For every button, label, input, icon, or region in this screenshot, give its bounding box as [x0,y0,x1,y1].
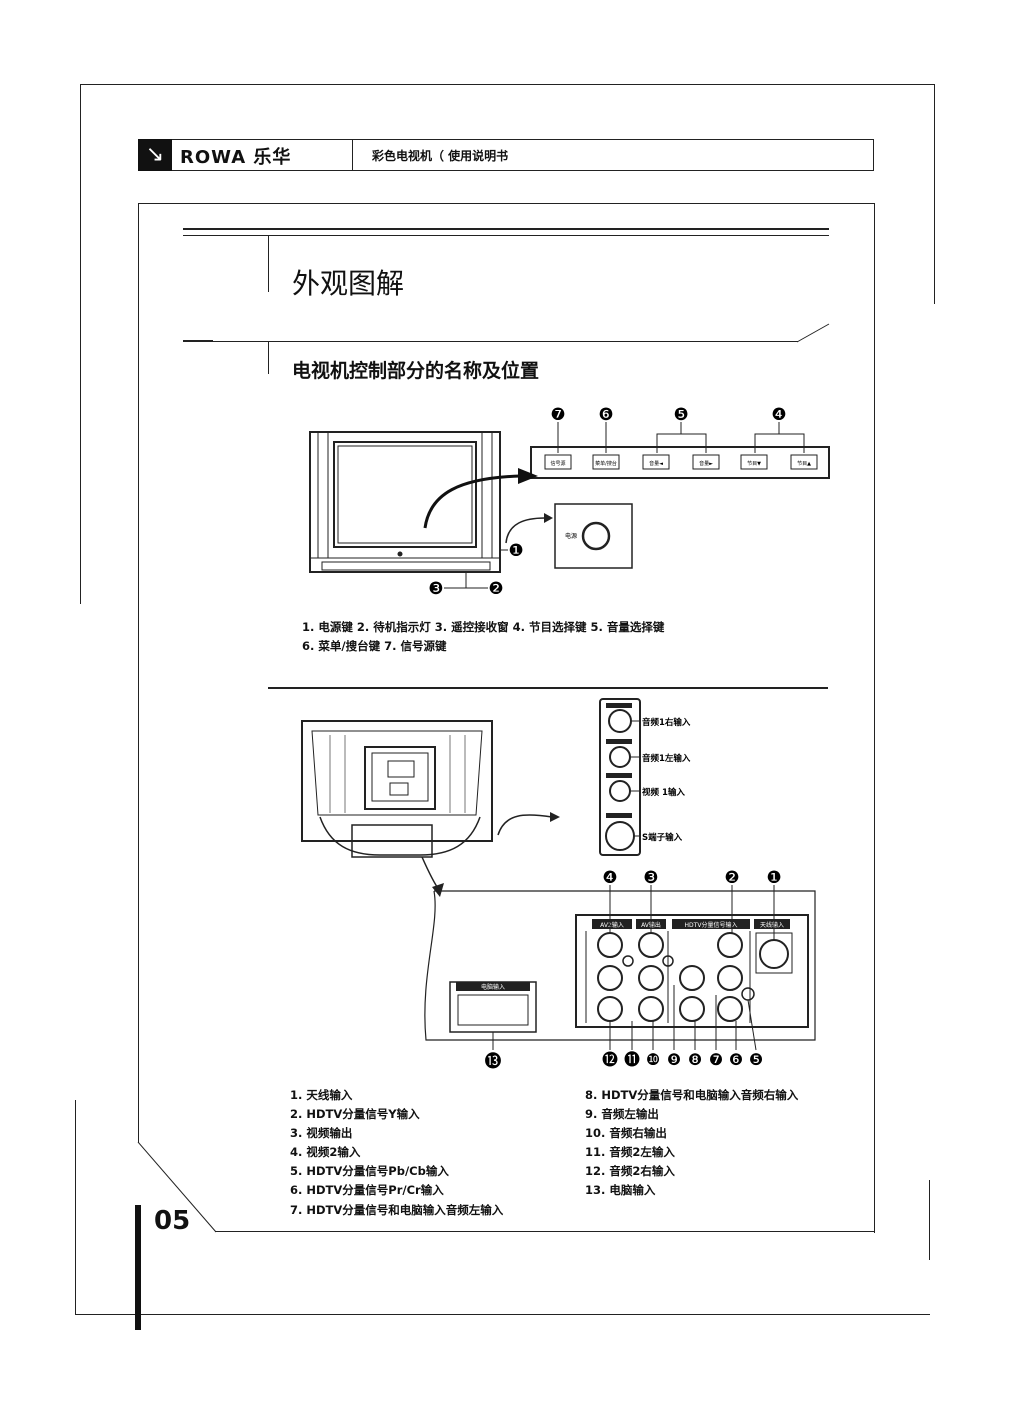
legend-right-12: 12. 音频2右输入 [585,1164,675,1178]
btn-label-ch-up: 节目▲ [797,461,811,467]
rear-callout-2: ❷ [724,868,739,888]
rear-callout-10: ❿ [646,1050,660,1069]
callout-2: ❷ [488,579,503,598]
callout-1: ❶ [508,541,523,561]
legend-left-2: 2. HDTV分量信号Y输入 [290,1107,420,1121]
rear-callout-1: ❶ [766,868,781,888]
legend-left-7: 7. HDTV分量信号和电脑输入音频左输入 [290,1203,504,1217]
legend-left-5: 5. HDTV分量信号Pb/Cb输入 [290,1164,449,1178]
power-label: 电源 [565,532,577,540]
rear-callout-4: ❹ [602,868,617,888]
front-caption-line2: 6. 菜单/搜台键 7. 信号源键 [302,639,447,653]
rear-group-hdtv: HDTV分量信号输入 [685,921,738,929]
rear-group-pc: 电脑输入 [481,983,505,991]
btn-label-menu: 菜单/搜台 [595,460,617,467]
callout-4: ❹ [771,405,786,425]
callout-3: ❸ [428,579,443,598]
rear-callout-7: ❼ [709,1050,723,1069]
outer-frame-bottom [75,1314,930,1315]
side-label-video1: 视频 1输入 [642,787,685,798]
rear-callout-3: ❸ [643,868,658,888]
legend-right-8: 8. HDTV分量信号和电脑输入音频右输入 [585,1088,799,1102]
side-label-audio1-right: 音频1右输入 [642,717,691,728]
side-label-svideo: S端子输入 [642,832,683,843]
outer-frame-right-lower [929,1180,930,1260]
callout-6: ❻ [598,405,613,425]
content-frame-corner [137,1141,217,1233]
content-frame-left [138,203,139,1143]
section-divider [268,687,828,689]
legend-right-9: 9. 音频左输出 [585,1107,659,1121]
rear-group-antenna: 天线输入 [760,921,784,929]
page-number: 05 [154,1206,191,1236]
subtitle-rule-thin [213,341,798,342]
rear-callout-13: ⓭ [485,1052,502,1072]
subtitle-rule [183,340,213,342]
btn-label-vol-up: 音量► [699,460,713,467]
legend-left-4: 4. 视频2输入 [290,1145,361,1159]
outer-frame-left-lower [75,1100,76,1315]
section-subtitle: 电视机控制部分的名称及位置 [292,360,540,382]
subtitle-rule-slant [796,323,830,343]
legend-left-6: 6. HDTV分量信号Pr/Cr输入 [290,1183,444,1197]
legend-right-10: 10. 音频右输出 [585,1126,667,1140]
content-frame-top [138,203,875,204]
page-title: 外观图解 [292,267,405,300]
title-rule [183,228,829,230]
page-number-bar [135,1205,141,1330]
subtitle-vertical-bar [268,342,269,374]
legend-left-1: 1. 天线输入 [290,1088,353,1102]
rear-tv-diagram: 音频1右输入 音频1左输入 视频 1输入 S端子输入 AV2输入 AV输出 HD… [301,698,816,1072]
title-rule-thin [183,235,829,236]
rear-group-av2: AV2输入 [600,921,624,929]
content-frame-bottom [215,1231,875,1232]
outer-frame-right [934,84,935,304]
rear-callout-8: ❽ [688,1050,702,1069]
content-frame-right [874,203,875,1233]
title-vertical-bar [268,236,269,292]
brand-name: ROWA 乐华 [180,147,292,168]
legend-right-13: 13. 电脑输入 [585,1183,656,1197]
header-subtitle: 彩色电视机（ 使用说明书 [372,149,509,163]
legend-right-11: 11. 音频2左输入 [585,1145,675,1159]
side-label-audio1-left: 音频1左输入 [642,753,691,764]
outer-frame-left [80,84,81,604]
btn-label-ch-down: 节目▼ [747,461,761,467]
rear-callout-5: ❺ [749,1050,763,1069]
rear-callout-12: ⓬ [602,1050,618,1069]
rear-callout-9: ❾ [667,1050,681,1069]
front-caption-line1: 1. 电源键 2. 待机指示灯 3. 遥控接收窗 4. 节目选择键 5. 音量选… [302,620,665,634]
rear-callout-6: ❻ [729,1050,743,1069]
legend-left-3: 3. 视频输出 [290,1126,353,1140]
header-divider [352,139,353,171]
callout-5: ❺ [673,405,688,425]
btn-label-vol-down: 音量◄ [649,460,663,467]
callout-7: ❼ [550,405,565,425]
brand-logo-icon: ↘ [138,139,172,171]
btn-label-source: 信号源 [550,460,565,467]
front-tv-diagram: ❼ ❻ ❺ ❹ 信号源 菜单/搜台 音量◄ 音量► 节目▼ 节目▲ 电源 ❶ ❸… [309,405,830,598]
rear-callout-11: ⓫ [624,1050,640,1069]
outer-frame-top [80,84,935,85]
